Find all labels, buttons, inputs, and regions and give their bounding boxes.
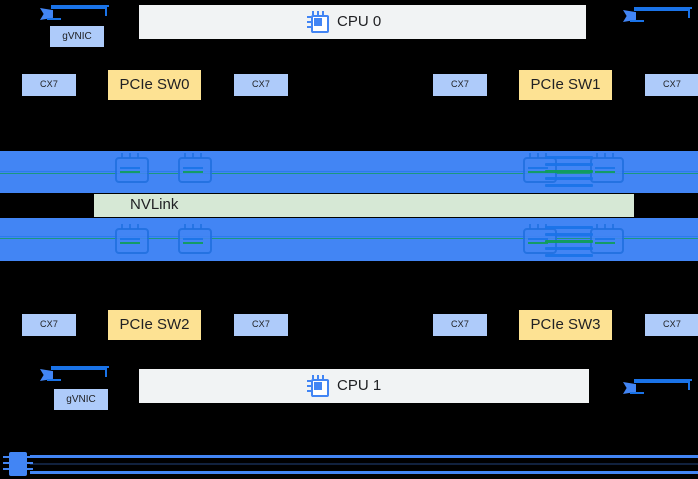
cpu-chip-icon xyxy=(307,11,329,33)
switch-body-icon xyxy=(9,452,27,476)
nic-wire-icon xyxy=(634,7,692,9)
band-line-nvlink xyxy=(0,173,698,174)
pcie-sw3-box[interactable]: PCIe SW3 xyxy=(519,310,612,340)
nic-plug-icon xyxy=(623,10,636,22)
nic-icon-bottom-right xyxy=(623,378,695,396)
nic-wire-tail-icon xyxy=(630,20,644,22)
pcie-sw1-box[interactable]: PCIe SW1 xyxy=(519,70,612,100)
gpu-icon xyxy=(113,224,149,254)
gvnic-left-bottom[interactable]: gVNIC xyxy=(54,389,108,410)
nic-icon-bottom-left xyxy=(40,365,112,383)
nic-icon-top-right xyxy=(623,6,695,24)
nic-plug-icon xyxy=(623,382,636,394)
cpu-1-label: CPU 1 xyxy=(337,376,382,394)
gpu-icon xyxy=(176,224,212,254)
gvnic-left-top[interactable]: gVNIC xyxy=(50,26,104,47)
nic-wire-icon xyxy=(634,379,692,381)
nic-plug-icon xyxy=(40,8,53,20)
nvswitch-stack-icon xyxy=(545,152,593,191)
nic-wire-loop-icon xyxy=(634,9,690,18)
fabric-rail-bottom xyxy=(30,471,698,474)
cx7-top-1[interactable]: CX7 xyxy=(234,74,288,96)
gpu-icon xyxy=(113,153,149,183)
nic-icon xyxy=(40,4,112,22)
band-line-nvlink xyxy=(0,238,698,239)
nvswitch-stack-icon xyxy=(545,222,593,261)
cx7-top-3[interactable]: CX7 xyxy=(645,74,698,96)
cx7-bottom-3[interactable]: CX7 xyxy=(645,314,698,336)
gpu-icon xyxy=(588,153,624,183)
cx7-bottom-2[interactable]: CX7 xyxy=(433,314,487,336)
nic-wire-icon xyxy=(51,5,109,7)
nic-plug-icon xyxy=(40,369,53,381)
pcie-sw0-box[interactable]: PCIe SW0 xyxy=(108,70,201,100)
cx7-bottom-0[interactable]: CX7 xyxy=(22,314,76,336)
nic-wire-loop-icon xyxy=(634,381,690,390)
band-line xyxy=(0,171,698,172)
nvlink-bar[interactable]: NVLink xyxy=(94,194,634,217)
cx7-top-2[interactable]: CX7 xyxy=(433,74,487,96)
cpu-0-box[interactable]: CPU 0 xyxy=(139,5,586,39)
nic-wire-icon xyxy=(51,366,109,368)
gpu-icon xyxy=(176,153,212,183)
nic-wire-tail-icon xyxy=(47,18,61,20)
network-switch-icon xyxy=(3,450,33,478)
nic-wire-loop-icon xyxy=(51,368,107,377)
cpu-1-box[interactable]: CPU 1 xyxy=(139,369,589,403)
pcie-sw2-box[interactable]: PCIe SW2 xyxy=(108,310,201,340)
cx7-bottom-1[interactable]: CX7 xyxy=(234,314,288,336)
nic-wire-tail-icon xyxy=(47,379,61,381)
cpu-chip-icon xyxy=(307,375,329,397)
gpu-icon xyxy=(588,224,624,254)
fabric-rail-top xyxy=(30,455,698,458)
nic-wire-loop-icon xyxy=(51,7,107,16)
cx7-top-0[interactable]: CX7 xyxy=(22,74,76,96)
nic-wire-tail-icon xyxy=(630,392,644,394)
fabric-rail-mid xyxy=(30,463,698,465)
cpu-0-label: CPU 0 xyxy=(337,12,382,30)
band-line xyxy=(0,236,698,237)
